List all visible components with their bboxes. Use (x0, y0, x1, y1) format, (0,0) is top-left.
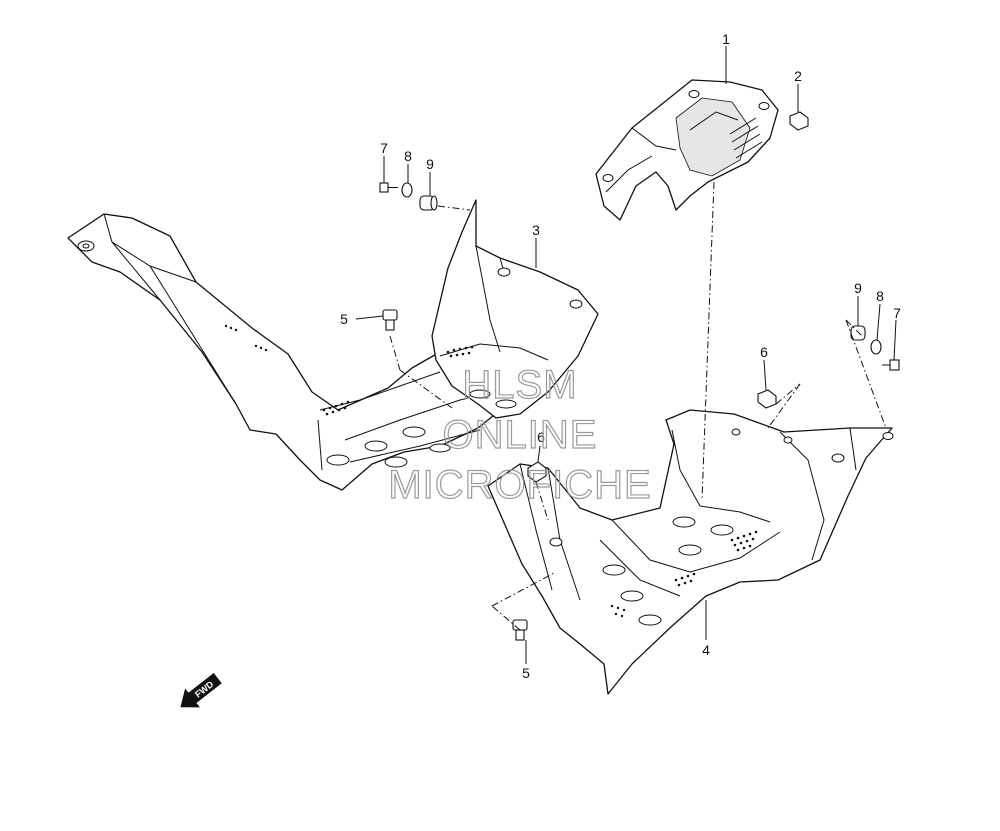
callout-4: 4 (702, 642, 710, 658)
part-4-right-footrest (487, 409, 894, 695)
washer-8-left (401, 182, 413, 198)
callout-1: 1 (722, 31, 730, 47)
bolt-7-right (882, 359, 900, 371)
callout-9-left: 9 (426, 156, 434, 172)
callout-8-right: 8 (876, 288, 884, 304)
bolt-2 (789, 111, 809, 131)
callout-6-right: 6 (760, 344, 768, 360)
hardware (379, 111, 900, 641)
callout-9-right: 9 (854, 280, 862, 296)
watermark-line-2: ONLINE (443, 413, 598, 457)
callout-2: 2 (794, 68, 802, 84)
fwd-arrow-icon: FWD (180, 673, 222, 708)
watermark-line-1: HLSM (462, 363, 577, 407)
callout-3: 3 (532, 222, 540, 238)
watermark-line-3: MICROFICHE (388, 463, 651, 507)
callout-7-right: 7 (893, 305, 901, 321)
nut-6-right (757, 389, 777, 409)
callout-labels: 1 2 7 8 9 3 5 6 6 9 8 7 4 5 (340, 31, 901, 681)
bolt-7-left (379, 182, 398, 193)
grommet-9-left (419, 195, 438, 211)
watermark: HLSM ONLINE MICROFICHE (388, 362, 652, 507)
callout-5-lower: 5 (522, 665, 530, 681)
bolt-5-upper (382, 309, 398, 331)
leader-lines (355, 46, 897, 664)
part-1-upper-cover (595, 79, 779, 221)
callout-8-left: 8 (404, 148, 412, 164)
callout-5-upper: 5 (340, 311, 348, 327)
callout-6-center: 6 (537, 429, 545, 445)
callout-7-left: 7 (380, 140, 388, 156)
part-3-upper-panel (431, 199, 599, 419)
washer-8-right (870, 339, 882, 355)
